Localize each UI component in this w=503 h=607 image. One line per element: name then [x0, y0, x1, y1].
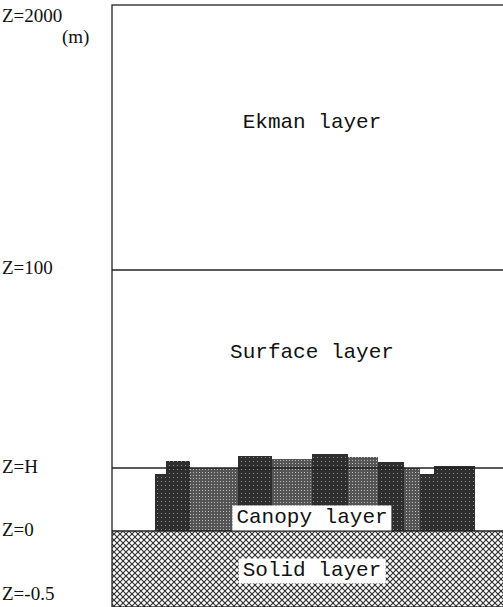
- height-label: Z=-0.5: [2, 584, 54, 605]
- layer-name: Solid layer: [239, 558, 386, 583]
- height-label: Z=2000: [2, 6, 62, 27]
- layer-band: Canopy layer: [112, 468, 503, 531]
- layer-name: Ekman layer: [243, 111, 382, 134]
- height-label: (m): [62, 27, 89, 48]
- layer-band: Surface layer: [112, 270, 503, 468]
- height-label: Z=0: [2, 520, 34, 541]
- layer-band: Ekman layer: [112, 5, 503, 270]
- height-label: Z=H: [2, 457, 38, 478]
- height-label: Z=100: [2, 258, 53, 279]
- layer-band: Solid layer: [112, 531, 503, 607]
- solid-hatch: [112, 531, 503, 607]
- layer-boundaries: [112, 5, 503, 607]
- layer-name: Surface layer: [230, 341, 394, 364]
- layer-name: Canopy layer: [232, 505, 391, 530]
- buildings: [155, 454, 475, 531]
